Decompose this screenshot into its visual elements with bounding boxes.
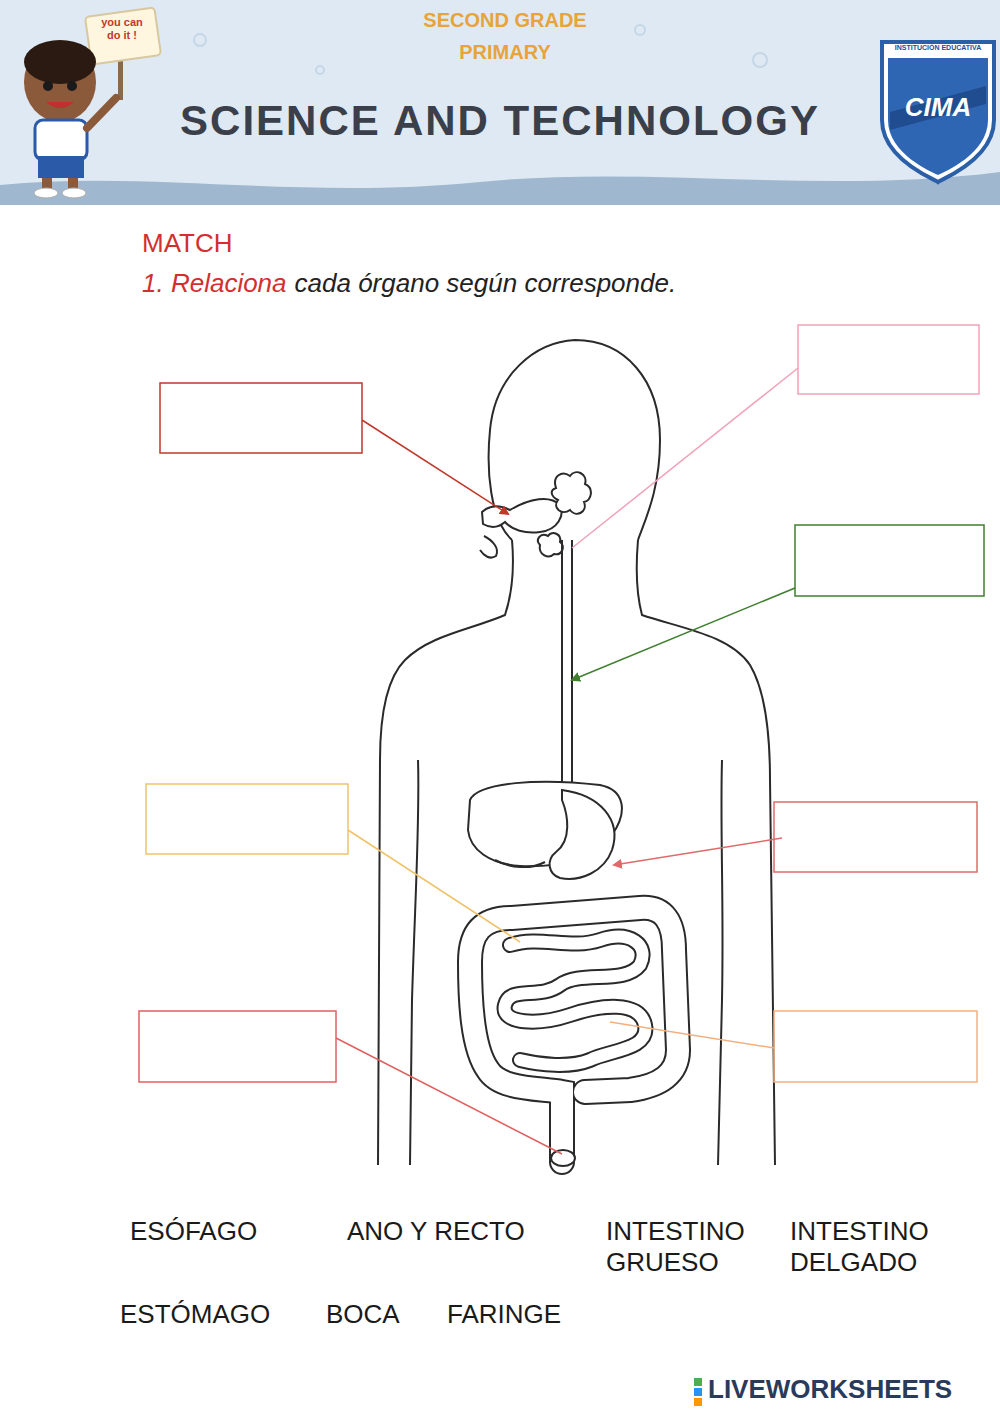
word-bank-item: FARINGE bbox=[447, 1299, 561, 1330]
school-logo bbox=[882, 42, 994, 182]
answer-boxes bbox=[139, 325, 984, 1154]
word-bank-item: ESÓFAGO bbox=[130, 1216, 257, 1247]
sign-text: you can do it ! bbox=[94, 16, 150, 42]
footer-logo-mark bbox=[694, 1378, 702, 1406]
instruction-text: cada órgano según corresponde. bbox=[295, 268, 677, 299]
digestive-organs bbox=[468, 472, 678, 1166]
logo-name: CIMA bbox=[884, 92, 992, 123]
word-bank-item: INTESTINO DELGADO bbox=[790, 1216, 970, 1278]
section-heading: MATCH bbox=[142, 228, 233, 259]
logo-caption: INSTITUCIÓN EDUCATIVA bbox=[884, 44, 992, 52]
body-outline bbox=[378, 340, 775, 1165]
instruction-number: 1. Relaciona bbox=[142, 268, 287, 299]
word-bank-item: ESTÓMAGO bbox=[120, 1299, 270, 1330]
word-bank-item: ANO Y RECTO bbox=[347, 1216, 525, 1247]
grade-text: PRIMARY bbox=[380, 40, 630, 64]
cartoon-kid bbox=[24, 7, 161, 198]
worksheet-title: SCIENCE AND TECHNOLOGY bbox=[110, 96, 890, 146]
footer-brand: LIVEWORKSHEETS bbox=[708, 1374, 952, 1405]
grade-text: SECOND GRADE bbox=[380, 8, 630, 32]
word-bank-item: BOCA bbox=[326, 1299, 400, 1330]
word-bank-item: INTESTINO GRUESO bbox=[606, 1216, 766, 1278]
header-banner bbox=[0, 0, 1000, 205]
